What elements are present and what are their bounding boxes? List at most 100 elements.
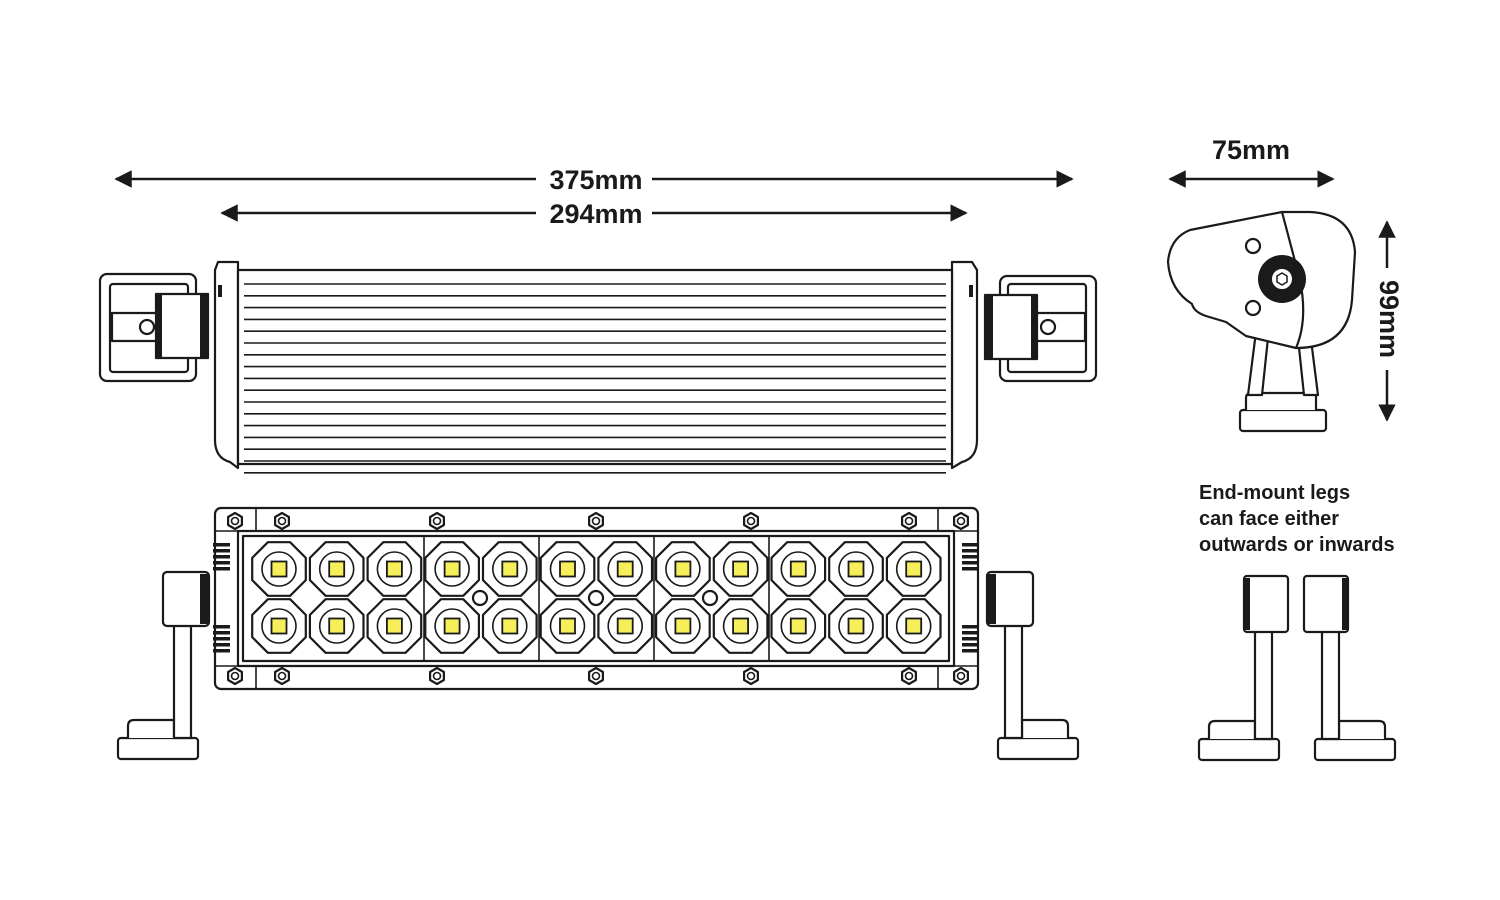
led-chip — [847, 560, 865, 578]
note-line-1: End-mount legs — [1199, 482, 1350, 504]
depth-dimension: 75mm — [1168, 135, 1335, 188]
front-right-mount-leg — [985, 570, 1080, 761]
led-cell — [481, 541, 538, 597]
housing-ridge — [213, 543, 230, 547]
housing-ridge — [962, 555, 979, 559]
housing-ridge — [213, 637, 230, 641]
led-chip — [559, 560, 576, 578]
led-chip — [270, 617, 288, 635]
led-chip — [443, 617, 461, 635]
height-dimension: 99mm — [1374, 220, 1404, 422]
hex-bolt — [227, 666, 243, 686]
led-cell — [424, 541, 480, 597]
led-cell — [885, 598, 942, 654]
led-chip — [789, 560, 807, 578]
led-cell — [828, 598, 884, 654]
led-cell — [597, 598, 654, 654]
overall-width-label: 375mm — [549, 165, 642, 195]
led-chip — [616, 617, 634, 635]
hex-bolt — [429, 666, 445, 686]
housing-ridge — [213, 649, 230, 653]
housing-ridge — [962, 549, 979, 553]
led-chip — [385, 560, 403, 578]
led-chip — [385, 617, 403, 635]
hex-bolt — [587, 511, 605, 531]
led-cell — [251, 541, 307, 597]
led-cell — [828, 541, 884, 597]
led-chip — [789, 617, 807, 635]
top-right-mount-bracket — [983, 274, 1098, 383]
front-view — [116, 506, 1080, 761]
led-cell — [654, 598, 711, 654]
hex-bolt — [952, 511, 970, 531]
hex-bolt — [952, 666, 970, 686]
led-chip — [616, 560, 634, 578]
led-array — [251, 541, 942, 654]
outward-leg — [1302, 574, 1397, 762]
led-cell — [308, 598, 365, 654]
housing-ridge — [962, 631, 979, 635]
led-cell — [366, 541, 423, 597]
led-chip — [501, 560, 519, 578]
led-cell — [366, 598, 423, 654]
housing-ridge — [213, 555, 230, 559]
note-line-3: outwards or inwards — [1199, 534, 1395, 556]
led-cell — [251, 598, 307, 654]
housing-ridge — [213, 631, 230, 635]
led-chip — [328, 560, 346, 578]
led-chip — [732, 560, 749, 578]
housing-ridge — [213, 561, 230, 565]
led-chip — [847, 617, 865, 635]
led-cell — [654, 541, 711, 597]
housing-ridge — [213, 643, 230, 647]
housing-width-label: 294mm — [549, 199, 642, 229]
hex-bolt — [587, 666, 605, 686]
led-chip — [732, 617, 749, 635]
hex-bolt — [274, 666, 290, 686]
led-cell — [770, 598, 827, 654]
led-cell — [308, 541, 365, 597]
inward-leg — [1197, 574, 1290, 762]
led-cell — [885, 541, 942, 597]
height-label: 99mm — [1374, 280, 1404, 358]
note-line-2: can face either — [1199, 508, 1339, 530]
led-chip — [559, 617, 576, 635]
led-cell — [424, 598, 480, 654]
overall-width-dimension: 375mm — [114, 165, 1074, 195]
led-cell — [539, 541, 596, 597]
heatsink-fins — [244, 283, 946, 474]
led-chip — [501, 617, 519, 635]
led-cell — [712, 598, 769, 654]
housing-width-dimension: 294mm — [220, 199, 968, 229]
housing-ridge — [962, 561, 979, 565]
led-chip — [328, 617, 346, 635]
housing-ridge — [962, 625, 979, 629]
hex-bolt — [900, 511, 918, 531]
led-cell — [481, 598, 538, 654]
top-left-mount-bracket — [98, 272, 210, 383]
led-chip — [674, 560, 692, 578]
depth-label: 75mm — [1212, 135, 1290, 165]
housing-side-ridges — [213, 543, 979, 653]
led-chip — [443, 560, 461, 578]
side-view — [1166, 210, 1357, 433]
led-cell — [712, 541, 769, 597]
housing-ridge — [213, 549, 230, 553]
housing-ridge — [962, 637, 979, 641]
led-cell — [539, 598, 596, 654]
housing-ridge — [962, 643, 979, 647]
hex-bolt — [742, 666, 760, 686]
hex-bolt — [227, 511, 243, 531]
housing-ridge — [213, 567, 230, 571]
led-chip — [674, 617, 692, 635]
hex-bolt — [742, 511, 760, 531]
led-chip — [270, 560, 288, 578]
housing-ridge — [213, 625, 230, 629]
led-chip — [905, 617, 923, 635]
hex-bolt — [900, 666, 918, 686]
hex-bolt — [429, 511, 445, 531]
housing-ridge — [962, 543, 979, 547]
top-left-end-cap — [213, 260, 240, 470]
led-cell — [770, 541, 827, 597]
